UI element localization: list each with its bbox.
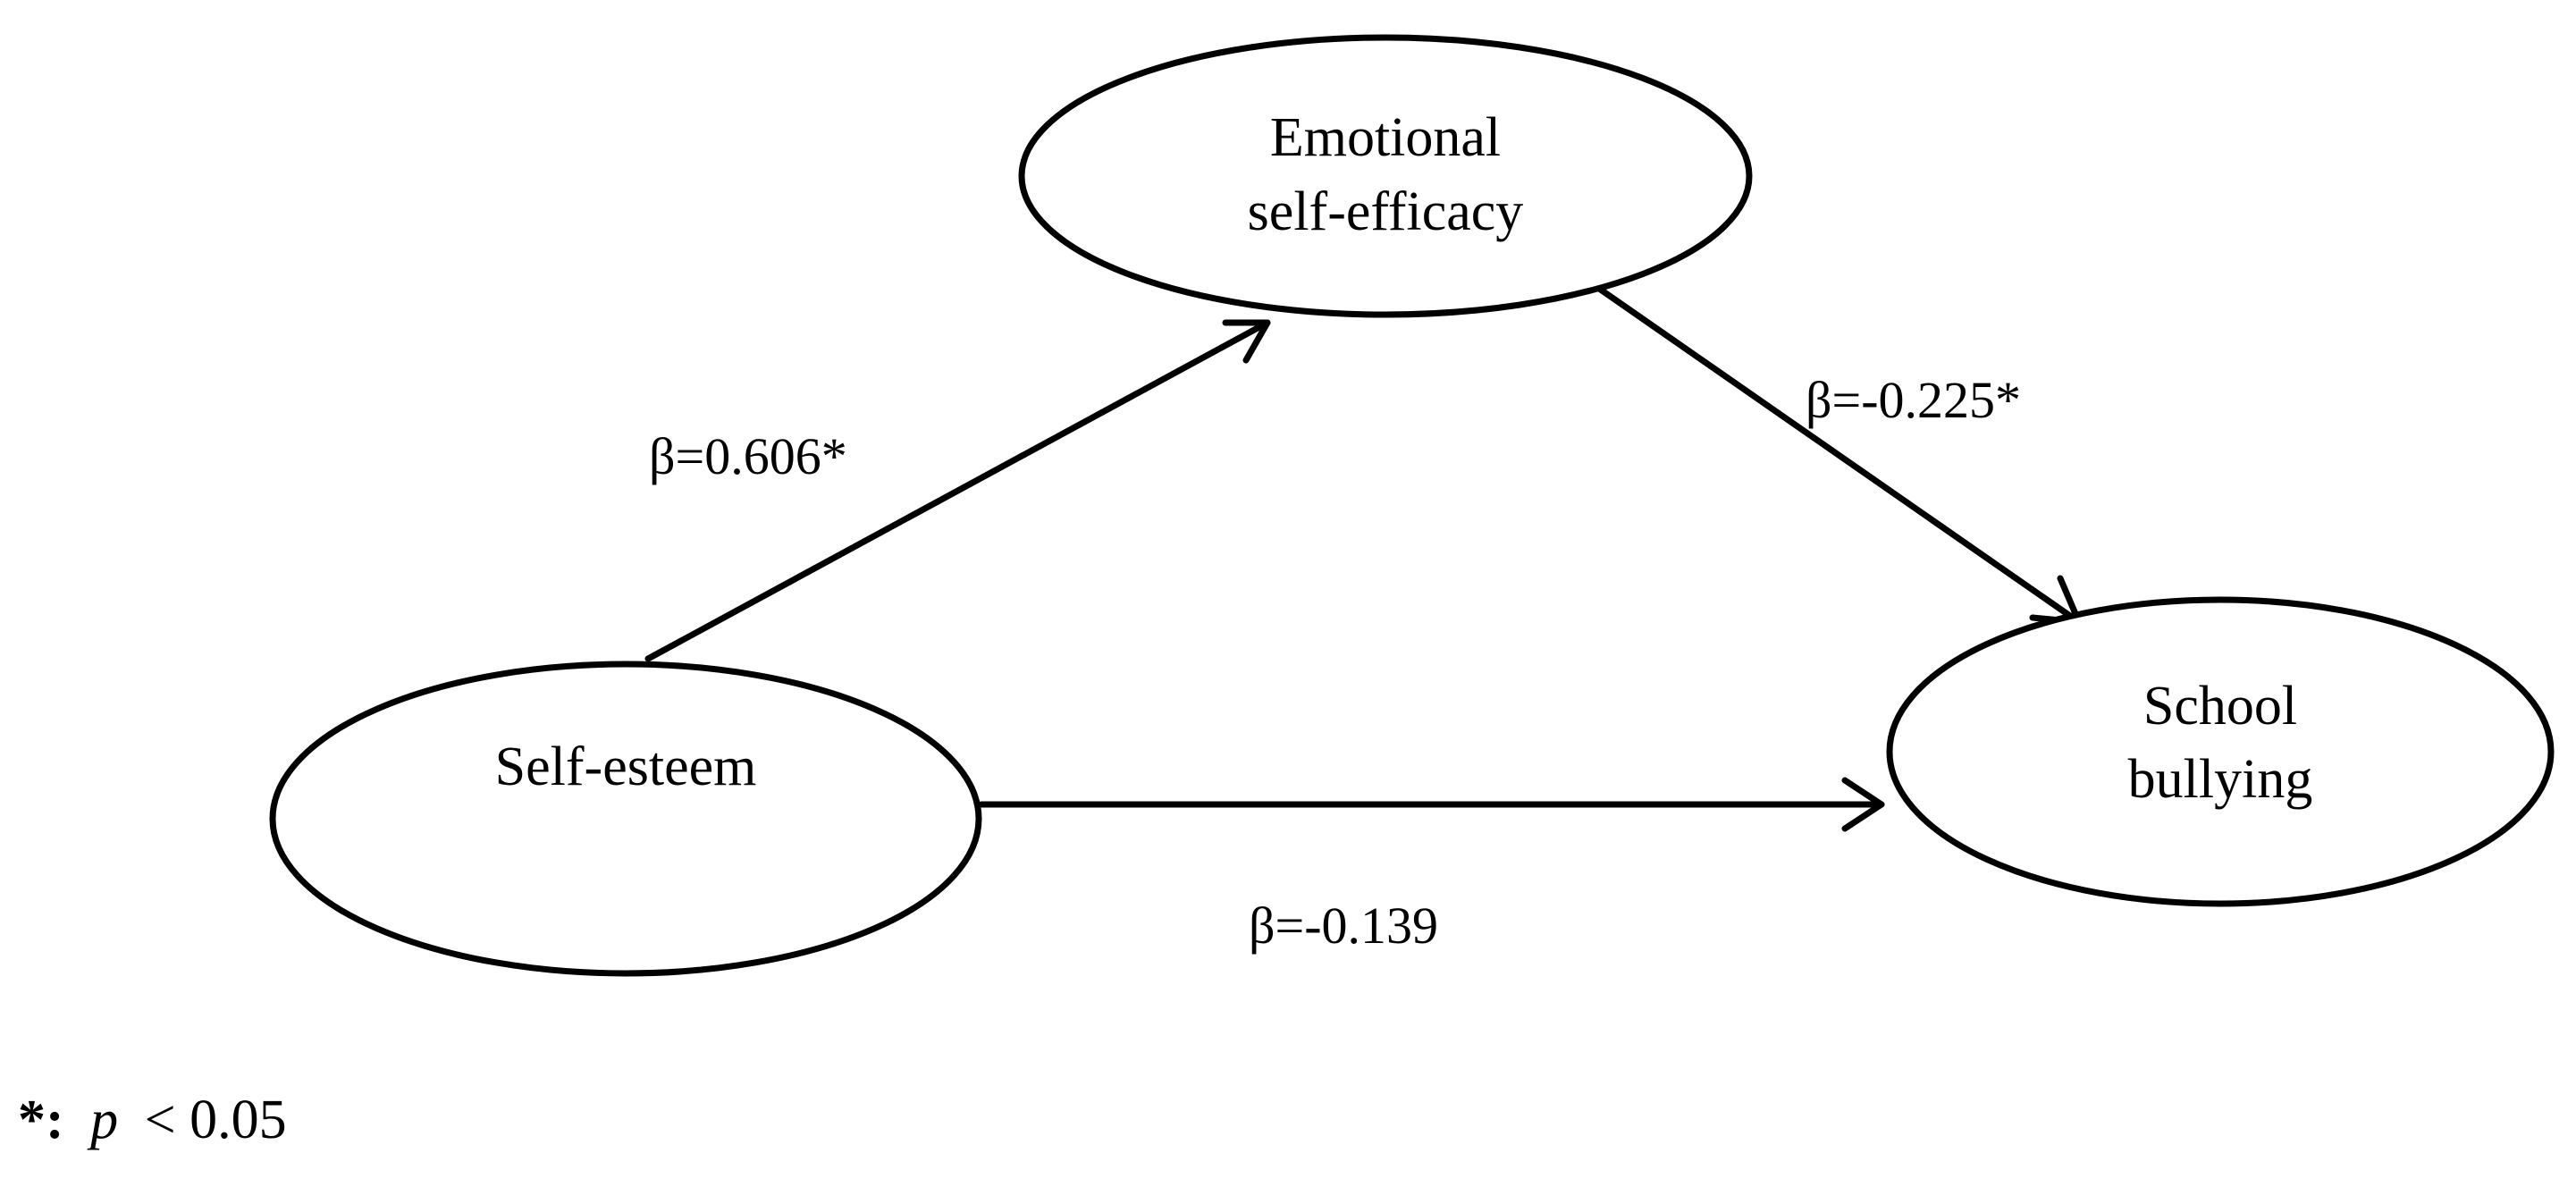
- node-label-line2: self-efficacy: [1248, 181, 1524, 242]
- node-label-line1: Emotional: [1270, 107, 1501, 168]
- edge-label-efficacy-to-bullying: β=-0.225*: [1806, 371, 2021, 429]
- node-label: Self-esteem: [495, 737, 757, 797]
- arrow-head: [1841, 777, 1885, 832]
- footnote-condition: < 0.05: [145, 1090, 287, 1150]
- edge-efficacy-to-bullying: [1592, 282, 2083, 626]
- footnote-marker: *:: [18, 1090, 64, 1150]
- node-ellipse: [1018, 34, 1753, 318]
- edge-line: [644, 319, 1271, 662]
- node-ellipse: [269, 661, 982, 977]
- edge-self-esteem-to-bullying: [978, 777, 1885, 832]
- significance-footnote: *: p < 0.05: [18, 1090, 287, 1150]
- node-self-esteem: Self-esteem: [269, 661, 982, 977]
- node-ellipse: [1886, 596, 2555, 907]
- node-school-bullying: School bullying: [1886, 596, 2555, 907]
- node-label-line2: bullying: [2128, 749, 2313, 810]
- node-label-line1: School: [2143, 676, 2297, 737]
- edge-label-self-esteem-to-efficacy: β=0.606*: [649, 427, 847, 485]
- footnote-variable: p: [87, 1090, 118, 1150]
- edge-self-esteem-to-efficacy: [644, 319, 1271, 662]
- edge-label-self-esteem-to-bullying: β=-0.139: [1249, 897, 1438, 955]
- arrow-head: [1222, 319, 1271, 364]
- node-emotional-self-efficacy: Emotional self-efficacy: [1018, 34, 1753, 318]
- edge-line: [1592, 282, 2083, 626]
